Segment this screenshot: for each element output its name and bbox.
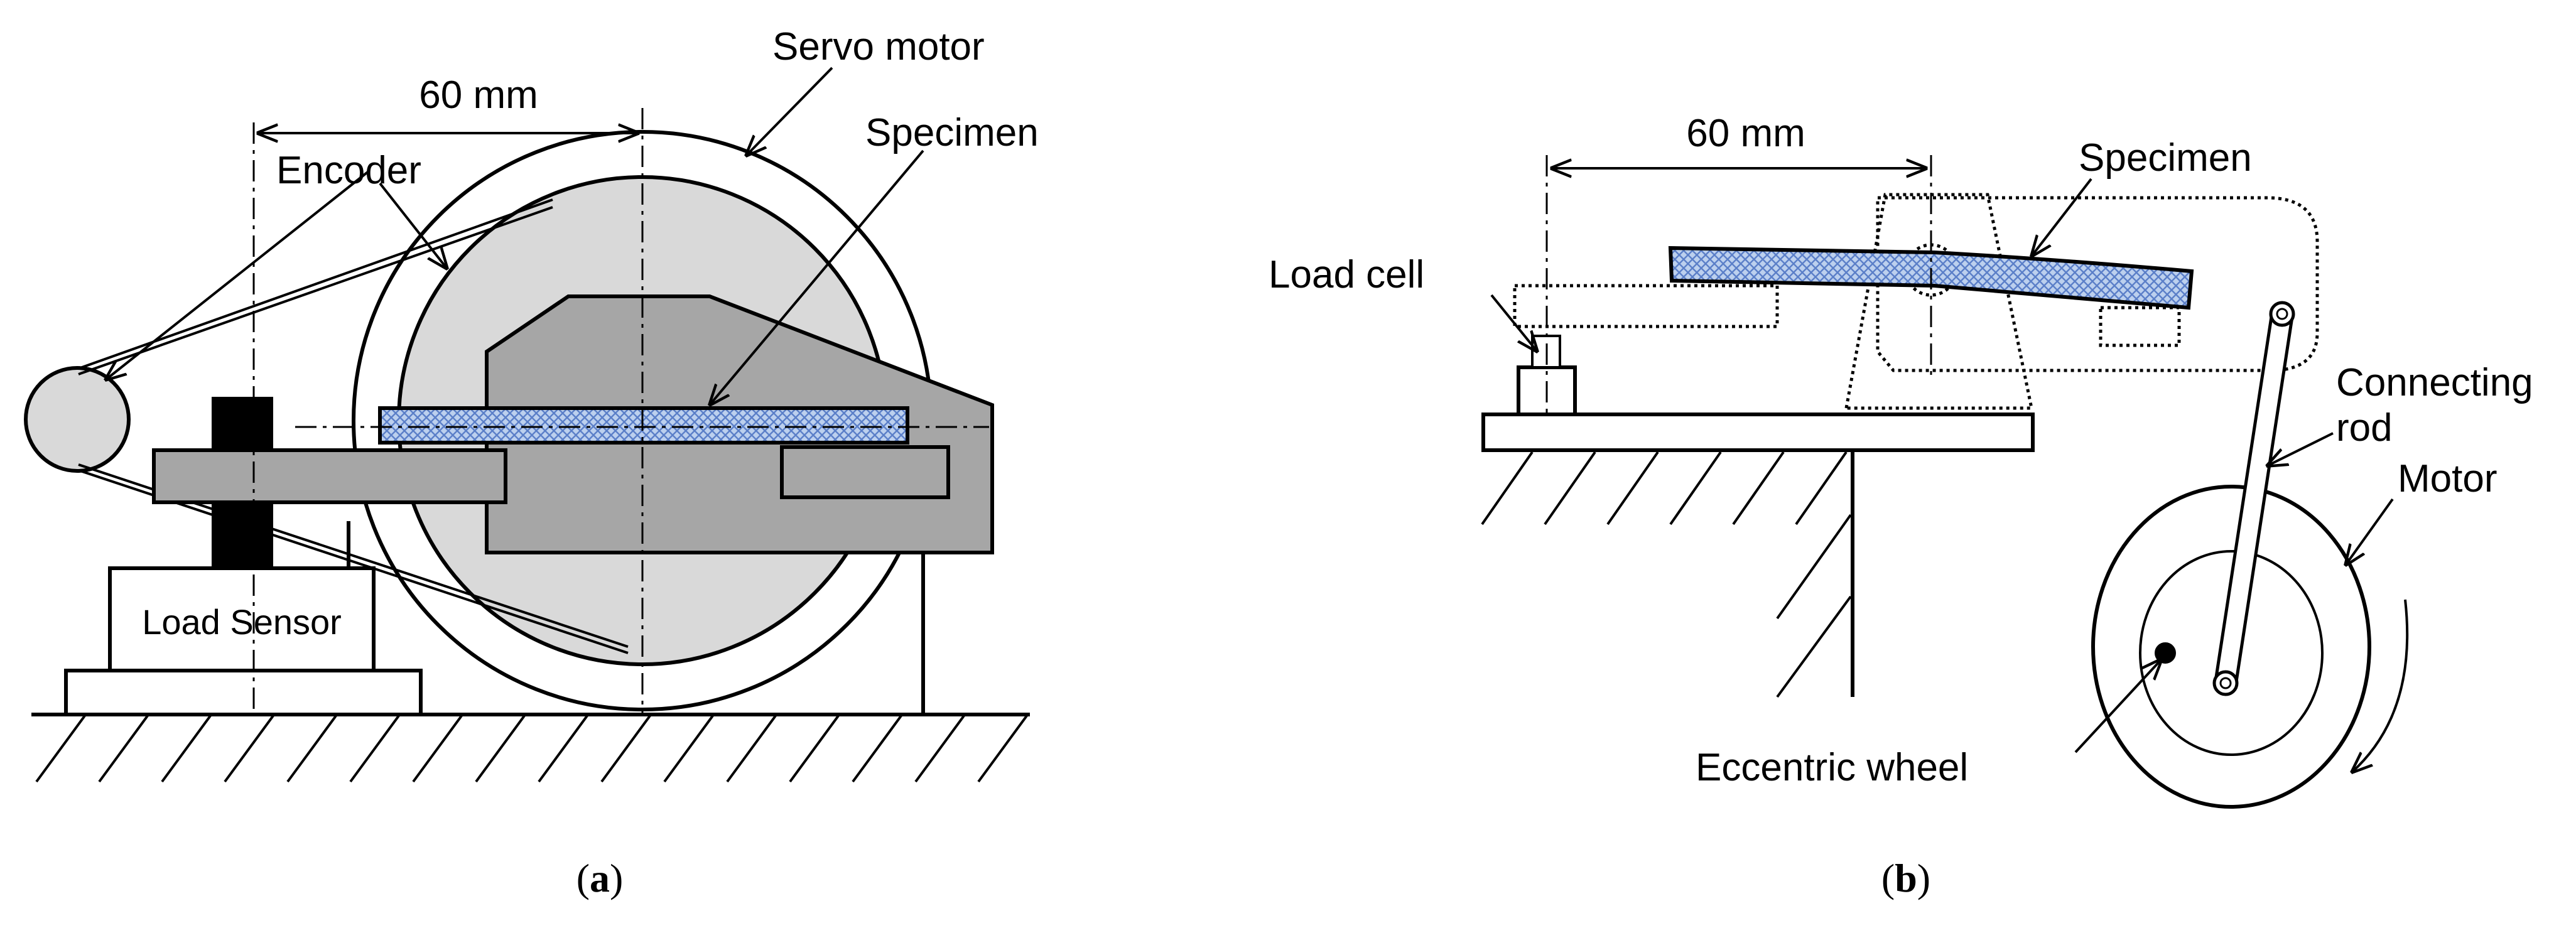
encoder-label: Encoder bbox=[276, 149, 421, 192]
rotation-arrow bbox=[2352, 599, 2409, 772]
support-hatch-b bbox=[1481, 451, 1852, 698]
dotted-frame-b bbox=[1513, 193, 2319, 410]
center-lines-a bbox=[252, 108, 989, 715]
eccentric-pin bbox=[2155, 642, 2176, 664]
rod-pin-top-inner bbox=[2276, 308, 2288, 320]
specimen-a bbox=[378, 406, 909, 445]
base-plate-b bbox=[1481, 413, 2035, 452]
base-plate-a bbox=[64, 669, 423, 716]
connecting-label: Connecting bbox=[2336, 361, 2533, 404]
leader-encoder-1 bbox=[106, 170, 371, 380]
panel-a bbox=[24, 67, 1030, 783]
leader-servo-motor bbox=[746, 67, 833, 156]
holder-slot bbox=[780, 445, 950, 499]
panel-a-text: 60 mm Servo motor Encoder Specimen Load … bbox=[142, 25, 1038, 900]
load-sensor-box bbox=[108, 566, 376, 672]
leader-connecting-rod bbox=[2267, 432, 2334, 466]
caption-b: (b) bbox=[1881, 856, 1930, 900]
caption-a: (a) bbox=[576, 856, 624, 900]
servo-motor-label: Servo motor bbox=[772, 25, 985, 68]
leader-eccentric-wheel bbox=[2074, 659, 2162, 753]
leader-encoder-2 bbox=[379, 182, 447, 269]
lower-arm-a bbox=[152, 448, 507, 504]
leader-specimen-a bbox=[710, 149, 924, 405]
specimen-label-b: Specimen bbox=[2079, 136, 2252, 180]
load-cell-label: Load cell bbox=[1269, 253, 1424, 296]
motor-label: Motor bbox=[2398, 457, 2497, 500]
dimension-label-a: 60 mm bbox=[419, 73, 538, 117]
rod-pin-bottom-inner bbox=[2219, 677, 2232, 689]
leader-load-cell bbox=[1490, 294, 1537, 352]
leader-motor bbox=[2346, 498, 2394, 565]
panel-b-text: 60 mm Specimen Load cell Connecting rod … bbox=[1269, 112, 2533, 900]
dimension-label-b: 60 mm bbox=[1686, 112, 1805, 155]
specimen-label-a: Specimen bbox=[865, 111, 1039, 154]
leader-specimen-b bbox=[2032, 178, 2092, 256]
rod-label: rod bbox=[2336, 406, 2393, 450]
panel-b bbox=[1481, 155, 2409, 809]
encoder-pulley bbox=[24, 366, 131, 473]
load-sensor-label: Load Sensor bbox=[142, 602, 342, 642]
ground-hatch-a bbox=[35, 715, 1028, 783]
eccentric-wheel-label: Eccentric wheel bbox=[1696, 746, 1968, 789]
